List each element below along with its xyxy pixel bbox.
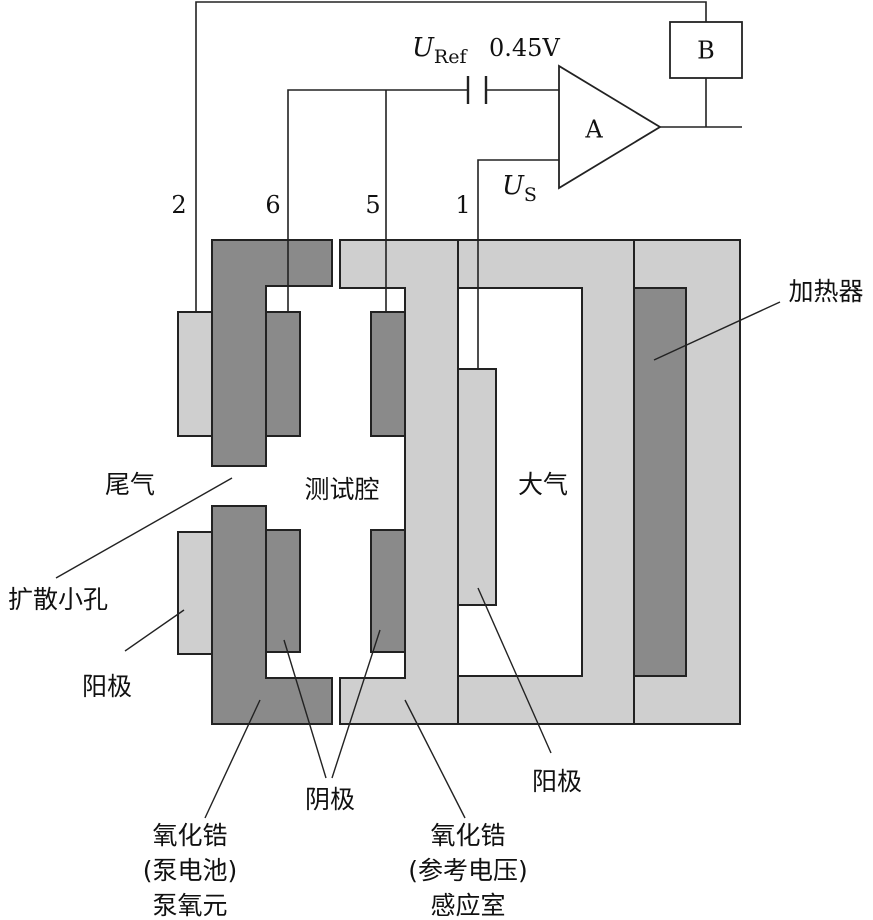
outer-anode-upper	[177, 311, 213, 437]
outer-anode-lower	[177, 531, 213, 655]
cathode-pump-lower	[265, 529, 301, 653]
label-diffusion-hole: 扩散小孔	[8, 585, 108, 614]
label-sense-cell-line-1: 氧化锆	[430, 821, 505, 850]
sensor-body	[177, 239, 741, 725]
wiring	[195, 1, 742, 369]
wire-number-6: 6	[265, 191, 280, 219]
amplifier-a-label: A	[584, 116, 603, 144]
sense-anode	[457, 368, 497, 606]
region-labels: 尾气 测试腔 大气 加热器 扩散小孔 阳极 阴极 阳极 氧化锆 (泵电池) 泵氧…	[8, 277, 864, 920]
leader-sense-cell	[404, 699, 466, 819]
label-anode-right: 阳极	[532, 767, 582, 796]
cathode-sense-lower	[370, 529, 406, 653]
label-sense-cell-line-2: (参考电压)	[408, 856, 528, 885]
heater-element	[633, 287, 687, 677]
label-sense-cell-line-3: 感应室	[430, 891, 505, 920]
wire-6	[287, 89, 468, 312]
block-b-label: B	[697, 37, 715, 65]
leader-pump-cell	[204, 699, 261, 819]
u-s-label: US	[502, 171, 537, 206]
wire-2	[195, 1, 707, 312]
leader-heater	[653, 301, 781, 361]
wire-number-5: 5	[365, 191, 380, 219]
label-test-chamber: 测试腔	[304, 475, 379, 504]
leader-anode-left	[124, 609, 185, 652]
label-pump-cell-line-2: (泵电池)	[143, 856, 238, 885]
block-b	[669, 21, 743, 79]
leader-anode-right	[477, 587, 552, 754]
label-pump-cell-line-1: 氧化锆	[152, 821, 227, 850]
label-atmosphere: 大气	[518, 470, 568, 499]
label-heater: 加热器	[788, 277, 863, 306]
wire-number-2: 2	[171, 191, 186, 219]
amplifier-a	[558, 64, 662, 190]
u-ref-value: 0.45V	[489, 34, 560, 62]
label-cathode: 阴极	[305, 785, 355, 814]
label-anode-left: 阳极	[82, 672, 132, 701]
label-pump-cell-line-3: 泵氧元	[152, 891, 227, 920]
leader-cathode-left	[283, 639, 327, 779]
circuit-blocks: A B	[558, 21, 743, 190]
leader-cathode-right	[331, 629, 381, 779]
wire-number-1: 1	[455, 191, 470, 219]
pump-cell-zirconia-upper	[211, 239, 333, 467]
wire-1	[477, 159, 559, 369]
label-exhaust: 尾气	[105, 470, 155, 499]
cathode-pump-upper	[265, 311, 301, 437]
leader-diffusion-hole	[55, 477, 233, 579]
circuit-labels: URef 0.45V US 2 6 5 1	[171, 33, 560, 219]
cathode-sense-upper	[370, 311, 406, 437]
leader-lines	[55, 301, 781, 819]
u-ref-label: URef	[412, 33, 468, 68]
pump-cell-zirconia-lower	[211, 505, 333, 725]
